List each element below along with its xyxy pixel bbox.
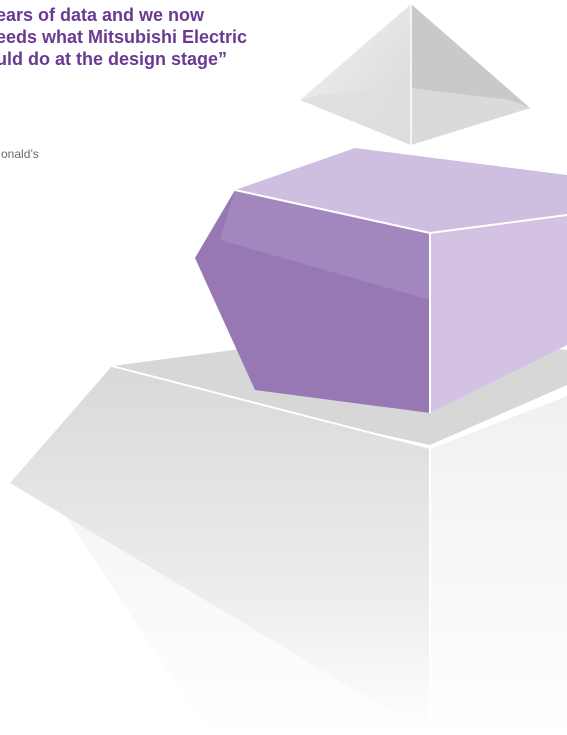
pyramid-middle-tier: [195, 148, 567, 413]
quote-line-1: ears of data and we now: [0, 5, 205, 25]
pyramid-top-tier: [300, 4, 530, 145]
pull-quote: ears of data and we now eeds what Mitsub…: [0, 4, 326, 70]
quote-line-3: uld do at the design stage”: [0, 49, 228, 69]
quote-line-2: eeds what Mitsubishi Electric: [0, 27, 248, 47]
quote-attribution: onald’s: [1, 147, 39, 161]
